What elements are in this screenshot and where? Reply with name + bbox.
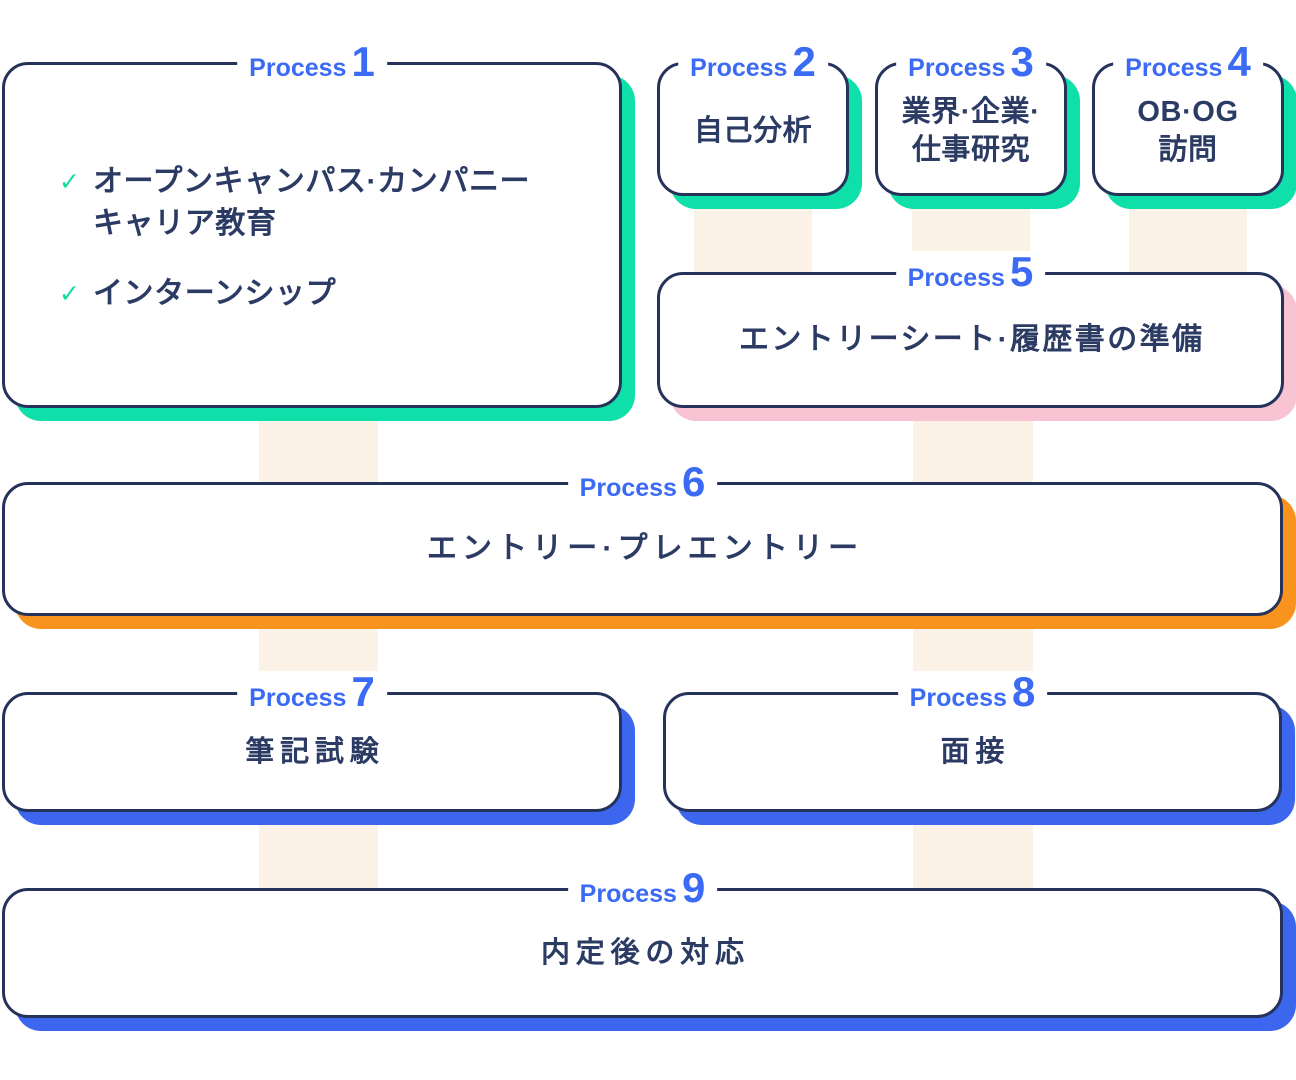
- process-8-label: Process 8: [897, 668, 1048, 715]
- connector-process4-to-process5: [1129, 195, 1247, 280]
- process-2-text: 自己分析: [693, 114, 813, 147]
- process-3-label-word: Process: [908, 54, 1006, 82]
- process-8-card: Process 8 面接: [663, 671, 1282, 812]
- process-7-label: Process 7: [237, 671, 387, 713]
- process-7-text: 筆記試験: [245, 735, 385, 768]
- checklist-item-text: インターンシップ: [92, 277, 337, 310]
- process-6-label: Process 6: [567, 458, 718, 505]
- checklist-item: ✓ インターンシップ: [59, 273, 595, 315]
- process-3-text: 業界·企業· 仕事研究: [901, 95, 1041, 166]
- process-2-label-word: Process: [690, 54, 788, 82]
- process-9-card: Process 9 内定後の対応: [2, 867, 1283, 1018]
- process-5-text: エントリーシート·履歴書の準備: [739, 323, 1205, 357]
- process-9-label-word: Process: [579, 880, 677, 908]
- checklist-item-text: オープンキャンパス·カンパニー キャリア教育: [92, 165, 531, 240]
- process-1-label: Process 1: [237, 41, 387, 83]
- process-6-label-number: 6: [681, 458, 706, 505]
- process-9-label: Process 9: [567, 864, 718, 911]
- connector-process7-to-process9: [259, 808, 378, 894]
- process-5-card: Process 5 エントリーシート·履歴書の準備: [657, 251, 1284, 408]
- process-9-label-number: 9: [681, 864, 706, 911]
- checklist-item: ✓ オープンキャンパス·カンパニー キャリア教育: [59, 161, 595, 245]
- process-8-label-word: Process: [909, 684, 1007, 712]
- process-5-label-word: Process: [907, 264, 1005, 292]
- process-1-checklist: ✓ オープンキャンパス·カンパニー キャリア教育 ✓ インターンシップ: [59, 161, 595, 315]
- connector-process2-to-process5: [694, 195, 812, 280]
- process-1-card: Process 1 ✓ オープンキャンパス·カンパニー キャリア教育 ✓ インタ…: [2, 41, 622, 408]
- process-4-label: Process 4: [1113, 41, 1263, 83]
- process-6-label-word: Process: [579, 474, 677, 502]
- process-4-label-number: 4: [1227, 38, 1251, 85]
- process-2-label-number: 2: [792, 38, 816, 85]
- process-2-label: Process 2: [678, 41, 828, 83]
- process-9-text: 内定後の対応: [540, 936, 750, 969]
- process-8-label-number: 8: [1011, 668, 1036, 715]
- process-2-card: Process 2 自己分析: [657, 41, 849, 196]
- process-3-label-number: 3: [1010, 38, 1034, 85]
- process-4-text: OB·OG 訪問: [1137, 95, 1239, 166]
- process-3-label: Process 3: [896, 41, 1046, 83]
- process-1-label-word: Process: [249, 54, 347, 82]
- connector-process5-to-process6: [913, 400, 1033, 488]
- process-1-label-number: 1: [351, 38, 375, 85]
- process-6-card: Process 6 エントリー·プレエントリー: [2, 461, 1283, 616]
- process-3-card: Process 3 業界·企業· 仕事研究: [875, 41, 1067, 196]
- process-4-card: Process 4 OB·OG 訪問: [1092, 41, 1284, 196]
- process-8-text: 面接: [940, 735, 1011, 768]
- process-4-label-word: Process: [1125, 54, 1223, 82]
- process-7-label-number: 7: [351, 668, 375, 715]
- process-5-label-number: 5: [1009, 248, 1034, 295]
- process-6-text: エントリー·プレエントリー: [426, 532, 864, 566]
- check-icon: ✓: [59, 168, 80, 196]
- process-5-label: Process 5: [895, 248, 1046, 295]
- check-icon: ✓: [59, 280, 80, 308]
- connector-process1-to-process6: [259, 400, 378, 488]
- connector-process8-to-process9: [913, 808, 1033, 894]
- process-7-card: Process 7 筆記試験: [2, 671, 622, 812]
- process-7-label-word: Process: [249, 684, 347, 712]
